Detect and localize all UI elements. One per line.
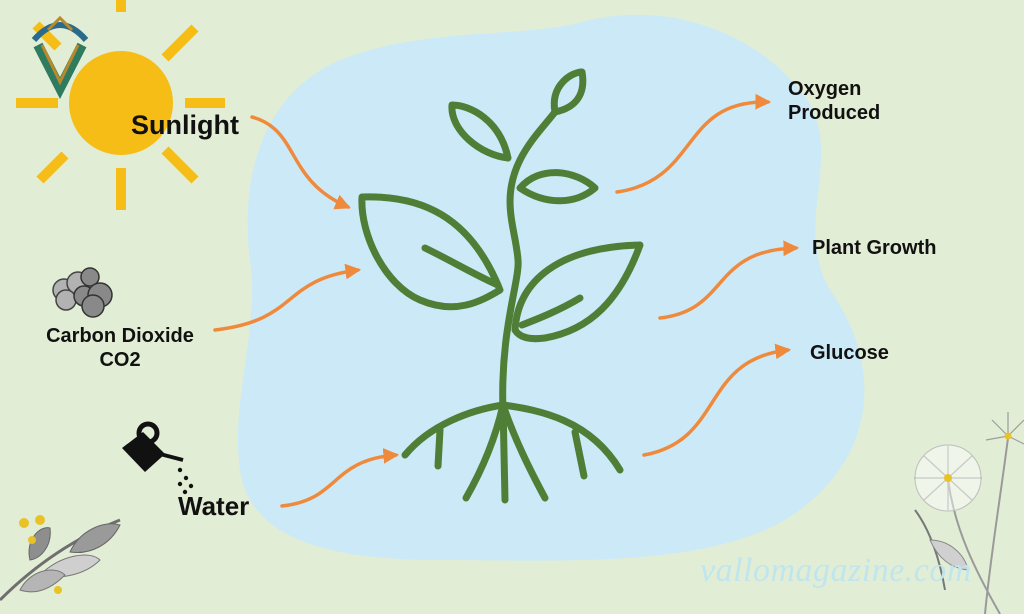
sunlight-label: Sunlight <box>131 110 239 140</box>
glucose-label: Glucose <box>810 342 889 364</box>
plant-icon <box>358 68 644 504</box>
watering-can-icon <box>122 421 194 495</box>
growth-arrow <box>658 240 800 320</box>
sunlight-arrow <box>250 115 351 210</box>
plant-roots <box>401 401 507 459</box>
cloud-icon <box>52 267 113 318</box>
oxygen-line: Oxygen <box>788 78 862 100</box>
co2-arrow <box>213 263 362 332</box>
water-arrow <box>280 448 400 508</box>
oxygen-arrow <box>615 93 772 194</box>
plant-growth-label: Plant Growth <box>812 237 937 259</box>
carbon-dioxide-line: Carbon Dioxide <box>46 325 194 347</box>
water-label: Water <box>178 491 250 521</box>
co2-line: CO2 <box>99 349 141 371</box>
glucose-arrow <box>642 343 792 457</box>
produced-line: Produced <box>788 102 881 124</box>
plant-stem <box>499 108 559 414</box>
oxygen-produced-label: Oxygen Produced <box>788 77 880 125</box>
leaf-right <box>511 241 644 343</box>
background-blob <box>237 14 865 561</box>
carbon-dioxide-label: Carbon Dioxide CO2 <box>35 324 205 372</box>
watermark-text: vallomagazine.com <box>700 552 972 589</box>
leaf-left <box>358 193 504 311</box>
magazine-logo-icon <box>31 15 89 99</box>
sun-icon <box>16 0 225 210</box>
leaf-branch-icon <box>0 515 121 602</box>
leaf-top <box>550 68 587 116</box>
dandelion-icon <box>914 412 1024 614</box>
